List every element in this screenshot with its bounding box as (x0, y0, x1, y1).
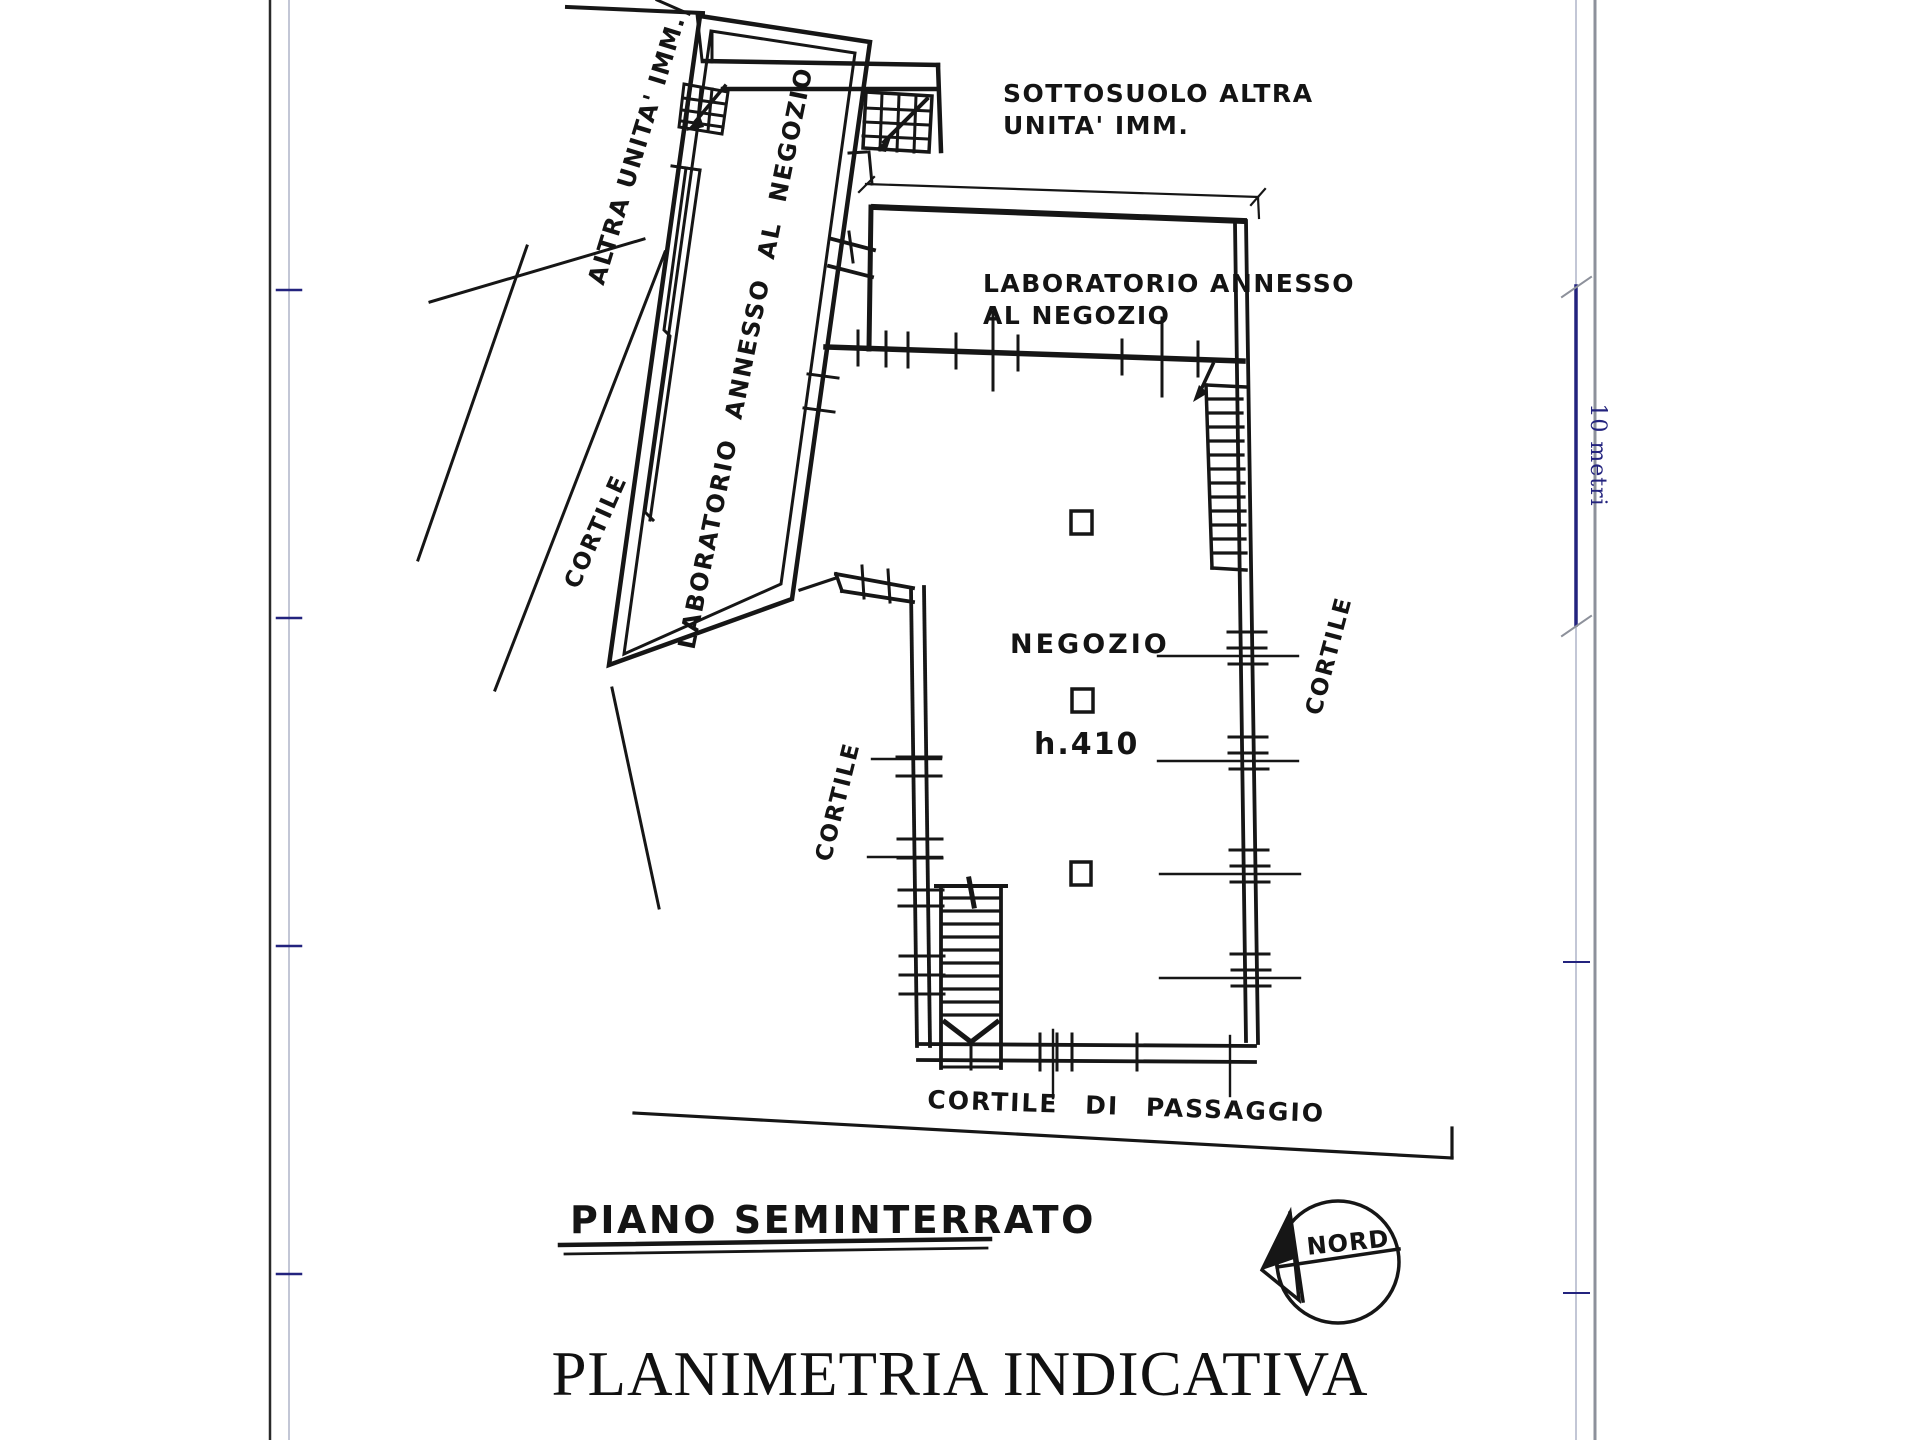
sottosuolo-stair (847, 90, 934, 186)
pillar (1070, 687, 1095, 714)
bottom-stair (934, 876, 1008, 1071)
right-wall-windows (1156, 630, 1302, 988)
main-building (797, 175, 1302, 1100)
page-frame (268, 0, 1597, 1440)
page-title: PLANIMETRIA INDICATIVA (551, 1339, 1369, 1409)
left-wall-windows (866, 755, 946, 996)
label-negozio: NEGOZIO (1010, 629, 1170, 660)
north-compass (1259, 1199, 1401, 1325)
courtyard-boundaries (416, 237, 1454, 1160)
annex-stair (677, 82, 730, 136)
floor-label-underline (557, 1236, 993, 1256)
rotated-annex-building (606, 13, 877, 669)
pillar (1069, 509, 1094, 536)
entrance-notch (797, 564, 916, 605)
floor-label: PIANO SEMINTERRATO (570, 1198, 1096, 1242)
scale-bar-label: 10 metri (1585, 403, 1611, 507)
pillar (1069, 860, 1093, 887)
right-stair (1204, 383, 1249, 572)
label-sottosuolo-altra-unita: SOTTOSUOLO ALTRA UNITA' IMM. (1003, 79, 1314, 140)
label-room-height: h.410 (1034, 727, 1140, 762)
top-corridor (564, 0, 944, 154)
label-laboratorio-top: LABORATORIO ANNESSO AL NEGOZIO (983, 269, 1355, 330)
scale-bar (1560, 275, 1593, 638)
